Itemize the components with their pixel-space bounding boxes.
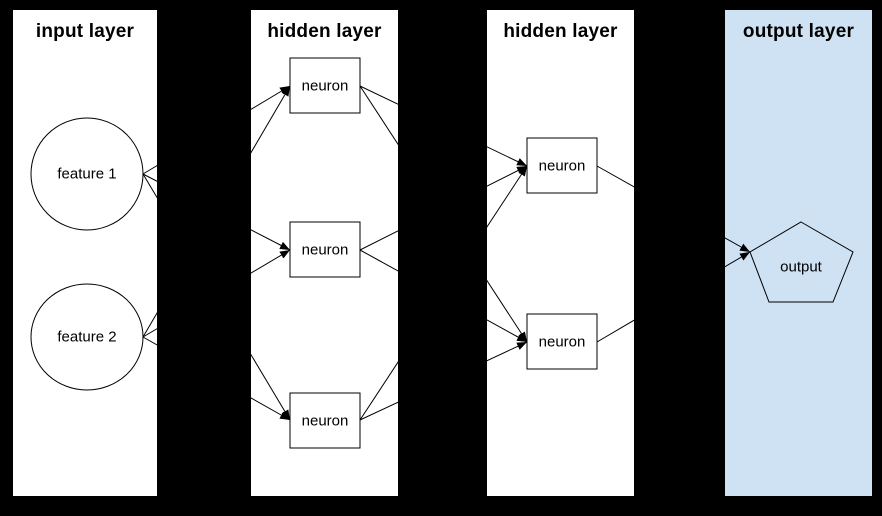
node-label-h1n2: neuron <box>301 241 349 259</box>
layer-title-output: output layer <box>742 21 855 42</box>
node-label-output: output <box>780 258 822 276</box>
layer-column-hidden-2: hidden layer <box>487 10 634 496</box>
node-label-h1n1: neuron <box>301 77 349 95</box>
layer-title-hidden-1: hidden layer <box>267 21 382 42</box>
node-label-h1n3: neuron <box>301 412 349 430</box>
layer-column-output: output layer <box>725 10 872 496</box>
node-label-h2n2: neuron <box>538 333 586 351</box>
node-label-feature-1: feature 1 <box>57 165 117 183</box>
node-label-feature-2: feature 2 <box>57 328 117 346</box>
node-label-h2n1: neuron <box>538 157 586 175</box>
layer-title-hidden-2: hidden layer <box>503 21 618 42</box>
layer-title-input: input layer <box>35 21 135 42</box>
layer-column-input: input layer <box>13 10 157 496</box>
